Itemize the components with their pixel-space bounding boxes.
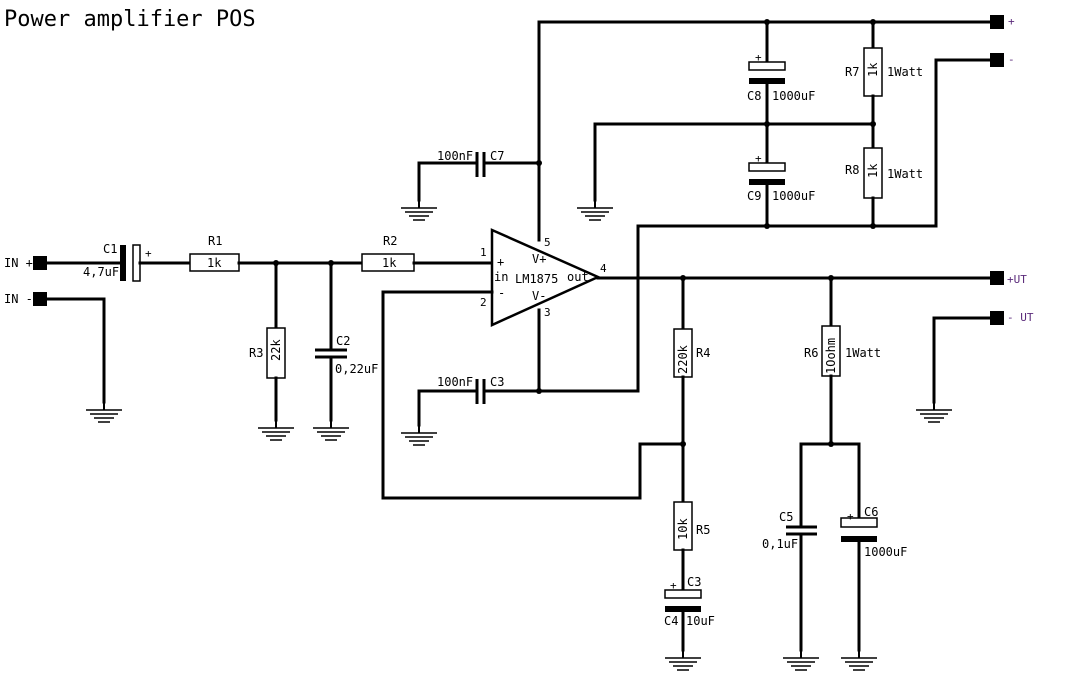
r6-value: 1Oohm (824, 338, 838, 374)
c6-value: 1000uF (864, 545, 907, 559)
c4-value: 10uF (686, 614, 715, 628)
r3-value: 22k (269, 339, 283, 361)
c4-polarity-mark: + (670, 579, 677, 592)
r8-power: 1Watt (887, 167, 923, 181)
terminal-out-plus-label: +UT (1007, 273, 1027, 286)
ic-lm1875 (490, 228, 602, 327)
c9-polarity-mark: + (755, 152, 762, 165)
ic-in-plus: + (497, 255, 504, 269)
ic-in-label: in (494, 270, 508, 284)
r6-ref: R6 (804, 346, 818, 360)
r5-value: 10k (676, 518, 690, 540)
c8-ref: C8 (747, 89, 761, 103)
ic-vminus: V- (532, 289, 546, 303)
c4-extra-label: C3 (687, 575, 701, 589)
ground-symbol (257, 419, 295, 441)
terminal-supply-plus-label: + (1008, 15, 1015, 28)
r4-value: 220k (676, 344, 690, 374)
terminal-supply-plus[interactable] (990, 15, 1004, 29)
r4-ref: R4 (696, 346, 710, 360)
ic-out-label: out (567, 270, 589, 284)
capacitor-c8 (748, 61, 786, 84)
terminal-supply-minus[interactable] (990, 53, 1004, 67)
c7-ref: C7 (490, 149, 504, 163)
terminal-in-minus-label: IN - (4, 292, 33, 306)
terminal-out-minus[interactable] (990, 311, 1004, 325)
terminal-out-plus[interactable] (990, 271, 1004, 285)
capacitor-c1 (120, 244, 141, 282)
ic-pin-5: 5 (544, 236, 551, 249)
ground-symbol (664, 649, 702, 671)
ic-pin-4: 4 (600, 262, 607, 275)
c8-value: 1000uF (772, 89, 815, 103)
r7-power: 1Watt (887, 65, 923, 79)
c2-value: 0,22uF (335, 362, 378, 376)
capacitor-c9 (748, 162, 786, 185)
r2-ref: R2 (383, 234, 397, 248)
r3-ref: R3 (249, 346, 263, 360)
r6-power: 1Watt (845, 346, 881, 360)
capacitor-c6 (840, 517, 878, 542)
c3-ref: C3 (490, 375, 504, 389)
c9-ref: C9 (747, 189, 761, 203)
diagram-title: Power amplifier POS (4, 7, 256, 32)
c1-ref: C1 (103, 242, 117, 256)
r8-value: 1k (866, 163, 880, 178)
c9-value: 1000uF (772, 189, 815, 203)
c1-polarity-mark: + (145, 247, 152, 260)
c6-polarity-mark: + (847, 510, 854, 523)
ground-symbol (85, 401, 123, 423)
c3-value: 100nF (437, 375, 473, 389)
r8-ref: R8 (845, 163, 859, 177)
ground-symbol (576, 199, 614, 221)
r1-ref: R1 (208, 234, 222, 248)
r7-ref: R7 (845, 65, 859, 79)
ground-symbol (312, 419, 350, 441)
ic-vplus: V+ (532, 252, 546, 266)
terminal-out-minus-label: - UT (1007, 311, 1034, 324)
ic-pin-3: 3 (544, 306, 551, 319)
capacitor-c4 (664, 589, 702, 612)
terminal-in-plus[interactable] (33, 256, 47, 270)
c2-ref: C2 (336, 334, 350, 348)
ic-pin-2: 2 (480, 296, 487, 309)
r1-value: 1k (207, 256, 222, 270)
c1-value: 4,7uF (83, 265, 119, 279)
r5-ref: R5 (696, 523, 710, 537)
ic-in-minus: - (498, 286, 505, 300)
terminal-in-minus[interactable] (33, 292, 47, 306)
terminal-supply-minus-label: - (1008, 53, 1015, 66)
ground-symbol (840, 649, 878, 671)
ic-name: LM1875 (515, 272, 558, 286)
c5-ref: C5 (779, 510, 793, 524)
c4-ref: C4 (664, 614, 678, 628)
r2-value: 1k (382, 256, 397, 270)
c6-ref: C6 (864, 505, 878, 519)
ic-pin-1: 1 (480, 246, 487, 259)
c5-value: 0,1uF (762, 537, 798, 551)
ground-symbol (915, 401, 953, 423)
terminal-in-plus-label: IN + (4, 256, 33, 270)
r7-value: 1k (866, 62, 880, 77)
ground-symbol (782, 649, 820, 671)
c8-polarity-mark: + (755, 51, 762, 64)
ground-symbol (400, 424, 438, 446)
c7-value: 100nF (437, 149, 473, 163)
ground-symbol (400, 199, 438, 221)
